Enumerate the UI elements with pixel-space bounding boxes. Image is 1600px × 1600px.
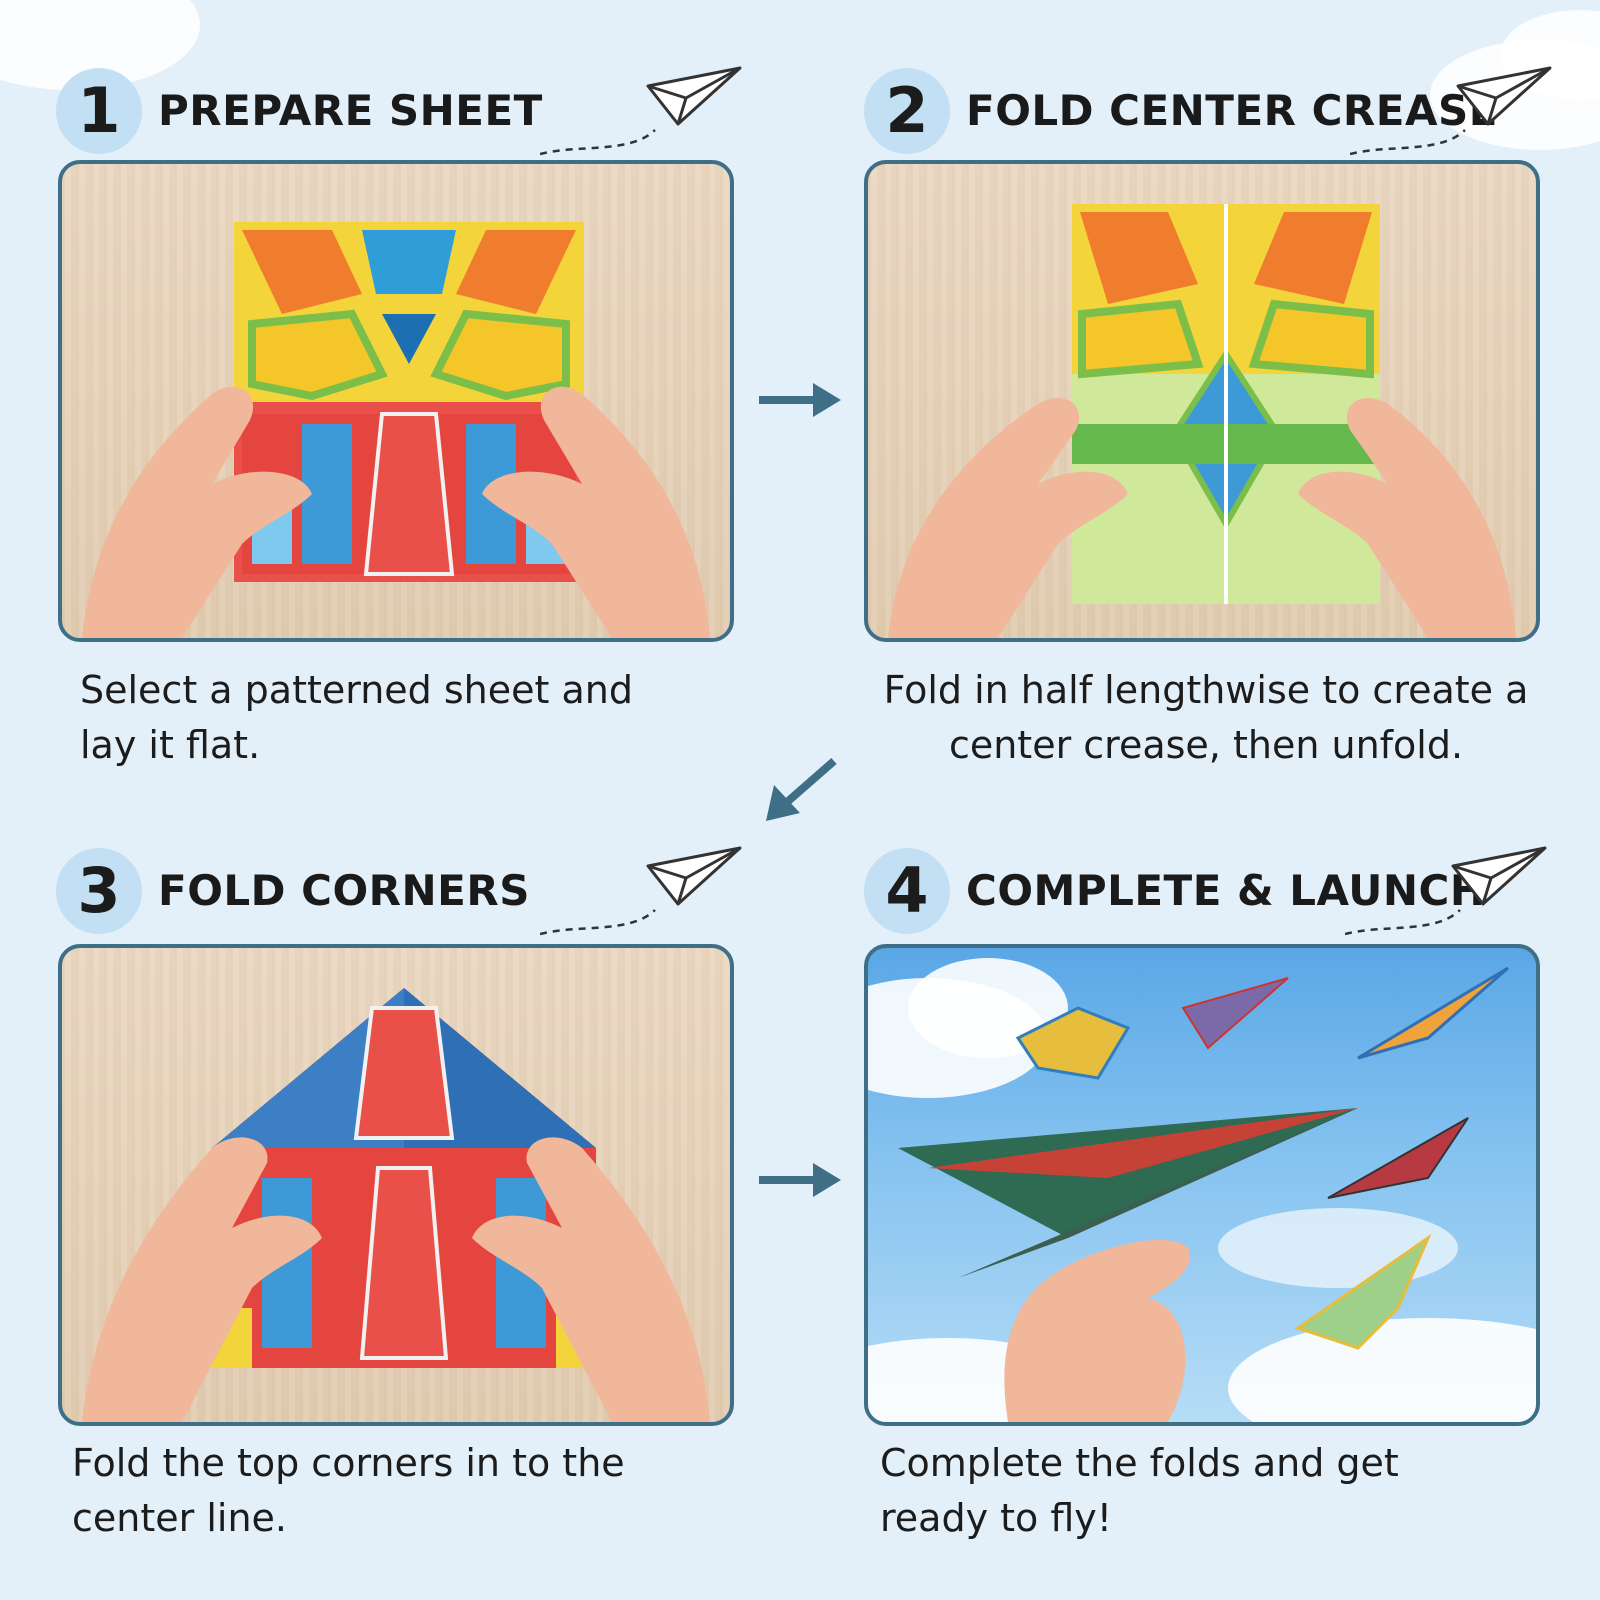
step-4-header: 4 COMPLETE & LAUNCH (864, 848, 1564, 938)
patterned-sheet-illustration (82, 222, 710, 638)
step-3-number: 3 (56, 848, 142, 934)
paper-plane-icon (1350, 66, 1552, 156)
step-4-number: 4 (864, 848, 950, 934)
step-3-description: Fold the top corners in to the center li… (72, 1441, 625, 1540)
step-1-number: 1 (56, 68, 142, 154)
step-2-description: Fold in half lengthwise to create a cent… (883, 668, 1529, 767)
step-4-title: COMPLETE & LAUNCH (966, 866, 1486, 915)
arrow-down-left-icon (766, 757, 837, 821)
step-3-photo (58, 944, 734, 1426)
creased-sheet-illustration (888, 204, 1516, 638)
step-1-header: 1 PREPARE SHEET (56, 68, 756, 158)
step-3-header: 3 FOLD CORNERS (56, 848, 756, 938)
step-4-photo (864, 944, 1540, 1426)
flying-planes-illustration (868, 958, 1536, 1422)
step-1-photo (58, 160, 734, 642)
paper-plane-icon (1345, 846, 1547, 936)
paper-plane-icon (540, 66, 742, 156)
paper-plane-icon (540, 846, 742, 936)
step-2-number: 2 (864, 68, 950, 154)
arrow-right-icon (759, 1163, 841, 1197)
step-1-description: Select a patterned sheet and lay it flat… (80, 668, 633, 767)
folded-corners-illustration (82, 988, 710, 1422)
step-4-description: Complete the folds and get ready to fly! (880, 1441, 1399, 1540)
step-1-title: PREPARE SHEET (158, 86, 543, 135)
step-3-title: FOLD CORNERS (158, 866, 530, 915)
step-2-header: 2 FOLD CENTER CREASE (864, 68, 1564, 158)
step-2-title: FOLD CENTER CREASE (966, 86, 1498, 135)
step-2-photo (864, 160, 1540, 642)
arrow-right-icon (759, 383, 841, 417)
